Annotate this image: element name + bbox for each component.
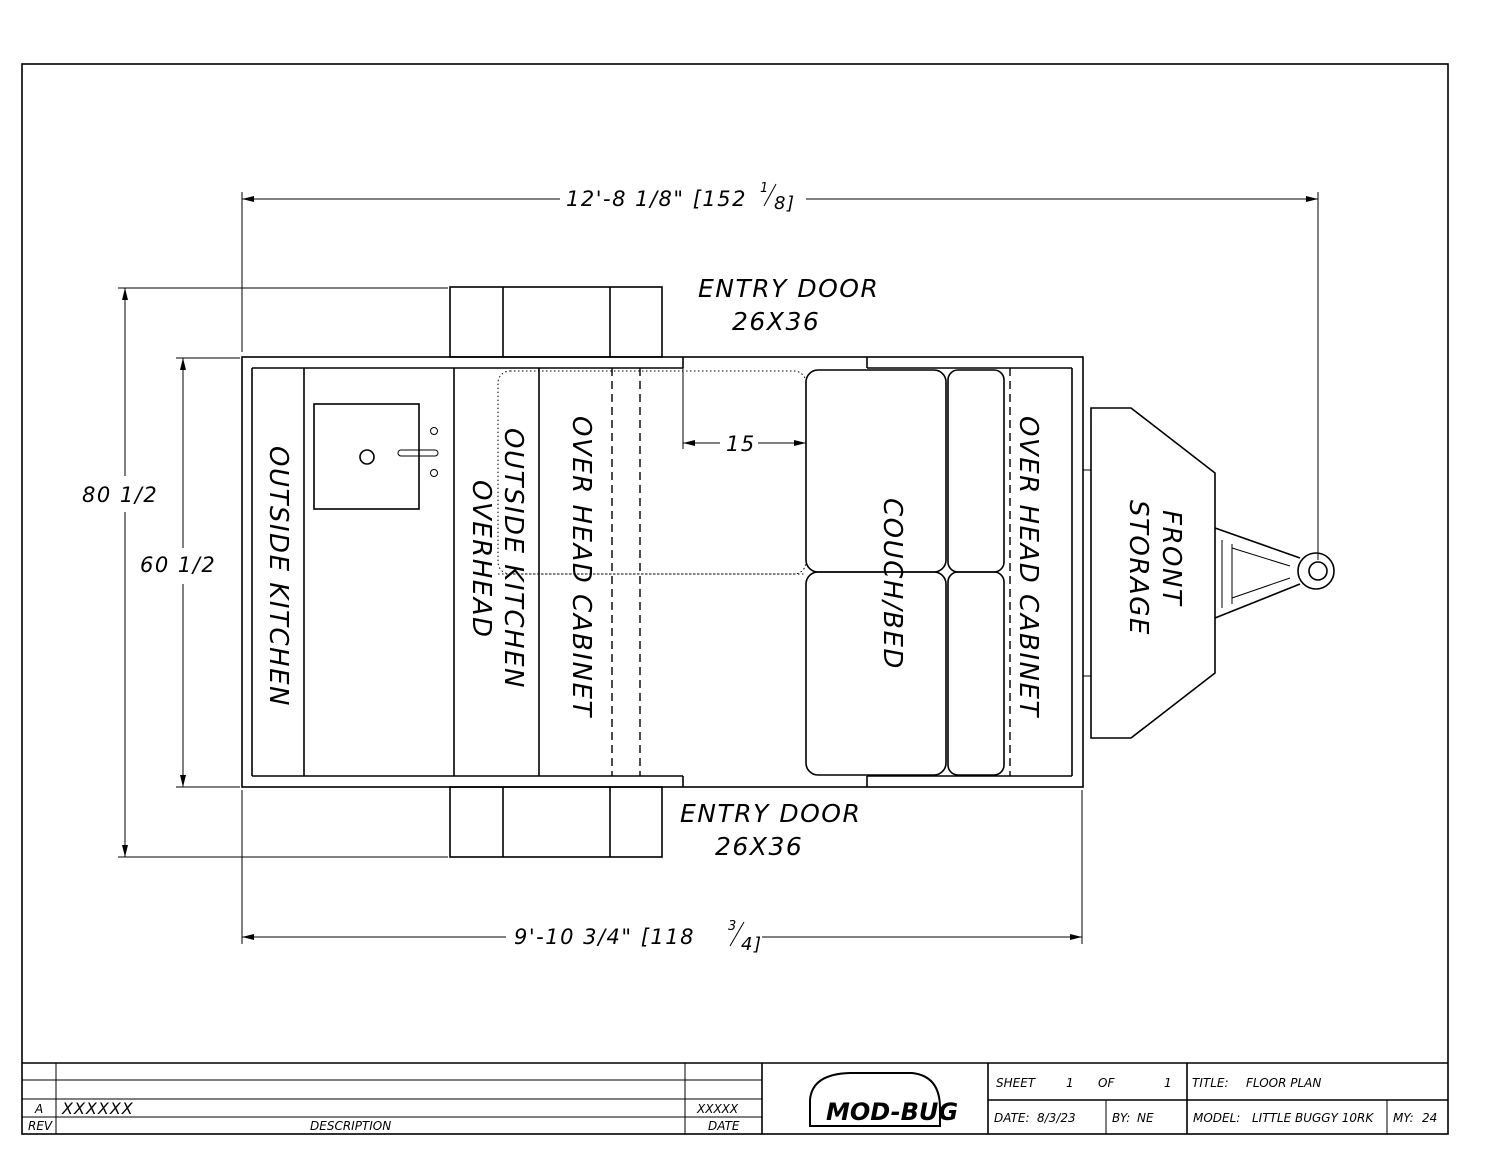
bed-extension-outline (497, 370, 807, 575)
overall-width-text: 80 1/2 (82, 483, 158, 507)
my-value: 24 (1422, 1111, 1437, 1125)
outside-kitchen-overhead-label-1: OUTSIDE KITCHEN (498, 428, 528, 689)
logo-text: MOD-BUG (826, 1098, 958, 1126)
overall-length-fraction-den: 8] (774, 193, 795, 214)
body-length-fraction-den: 4] (741, 934, 762, 955)
hitch-ball-icon (1308, 561, 1328, 581)
sheet-border (21, 63, 1449, 1135)
body-length-fraction-num: 3 (728, 919, 738, 934)
overall-length-fraction-num: 1 (760, 181, 770, 196)
entry-door-top: ENTRY DOOR 26X36 (449, 274, 879, 358)
trailer-tongue (1214, 527, 1335, 619)
outside-kitchen-overhead-label-2: OVERHEAD (466, 480, 496, 639)
description-value: XXXXXX (61, 1099, 134, 1118)
sheet-value: 1 (1066, 1076, 1074, 1090)
by-value: NE (1137, 1111, 1154, 1125)
title-value: FLOOR PLAN (1246, 1076, 1321, 1090)
outside-kitchen-label: OUTSIDE KITCHEN (263, 446, 293, 707)
sink-drain-icon (359, 449, 375, 465)
entry-door-top-label: ENTRY DOOR (698, 274, 879, 303)
entry-door-bottom-size: 26X36 (715, 832, 803, 861)
overhead-cabinet-rear-label: OVER HEAD CABINET (566, 416, 596, 718)
my-label: MY: (1393, 1111, 1414, 1125)
of-value: 1 (1164, 1076, 1172, 1090)
model-label: MODEL: (1193, 1111, 1240, 1125)
body-width-text: 60 1/2 (140, 553, 216, 577)
title-label: TITLE: (1192, 1076, 1229, 1090)
hitch-coupler (1297, 552, 1335, 590)
couch-bed-label: COUCH/BED (877, 498, 907, 670)
overall-length-dimension: 12'-8 1/8" [152 1 8] (241, 181, 1319, 560)
couch-bed (805, 369, 1005, 776)
front-storage-label-1: FRONT (1156, 510, 1186, 607)
aisle-dimension-text: 15 (726, 432, 756, 456)
front-storage-label-2: STORAGE (1123, 500, 1153, 636)
model-value: LITTLE BUGGY 10RK (1252, 1111, 1374, 1125)
faucet-icon (397, 449, 439, 457)
overall-width-dimension: 80 1/2 (82, 287, 448, 858)
by-label: BY: (1112, 1111, 1130, 1125)
of-label: OF (1098, 1076, 1115, 1090)
description-label: DESCRIPTION (310, 1119, 391, 1133)
date-label: DATE (708, 1119, 740, 1133)
rev-label: REV (28, 1119, 53, 1133)
title-block: A REV XXXXXX DESCRIPTION XXXXX DATE MOD-… (22, 1062, 1448, 1134)
body-width-dimension: 60 1/2 (140, 357, 240, 788)
mod-bug-logo: MOD-BUG (809, 1072, 958, 1127)
entry-door-bottom-label: ENTRY DOOR (680, 799, 861, 828)
entry-door-top-size: 26X36 (732, 307, 820, 336)
body-length-text: 9'-10 3/4" [118 (514, 925, 695, 949)
body-length-dimension: 9'-10 3/4" [118 3 4] (241, 790, 1083, 955)
sheet-label: SHEET (996, 1076, 1037, 1090)
date-field-value: 8/3/23 (1037, 1111, 1076, 1125)
entry-door-bottom: ENTRY DOOR 26X36 (449, 786, 861, 861)
overall-length-text: 12'-8 1/8" [152 (566, 187, 747, 211)
trailer-body: 15 (241, 356, 1084, 788)
date-field-label: DATE: (994, 1111, 1030, 1125)
date-value: XXXXX (696, 1102, 739, 1116)
rev-value: A (34, 1102, 43, 1116)
front-storage: FRONT STORAGE (1083, 407, 1216, 739)
overhead-cabinet-front-label: OVER HEAD CABINET (1013, 416, 1043, 718)
